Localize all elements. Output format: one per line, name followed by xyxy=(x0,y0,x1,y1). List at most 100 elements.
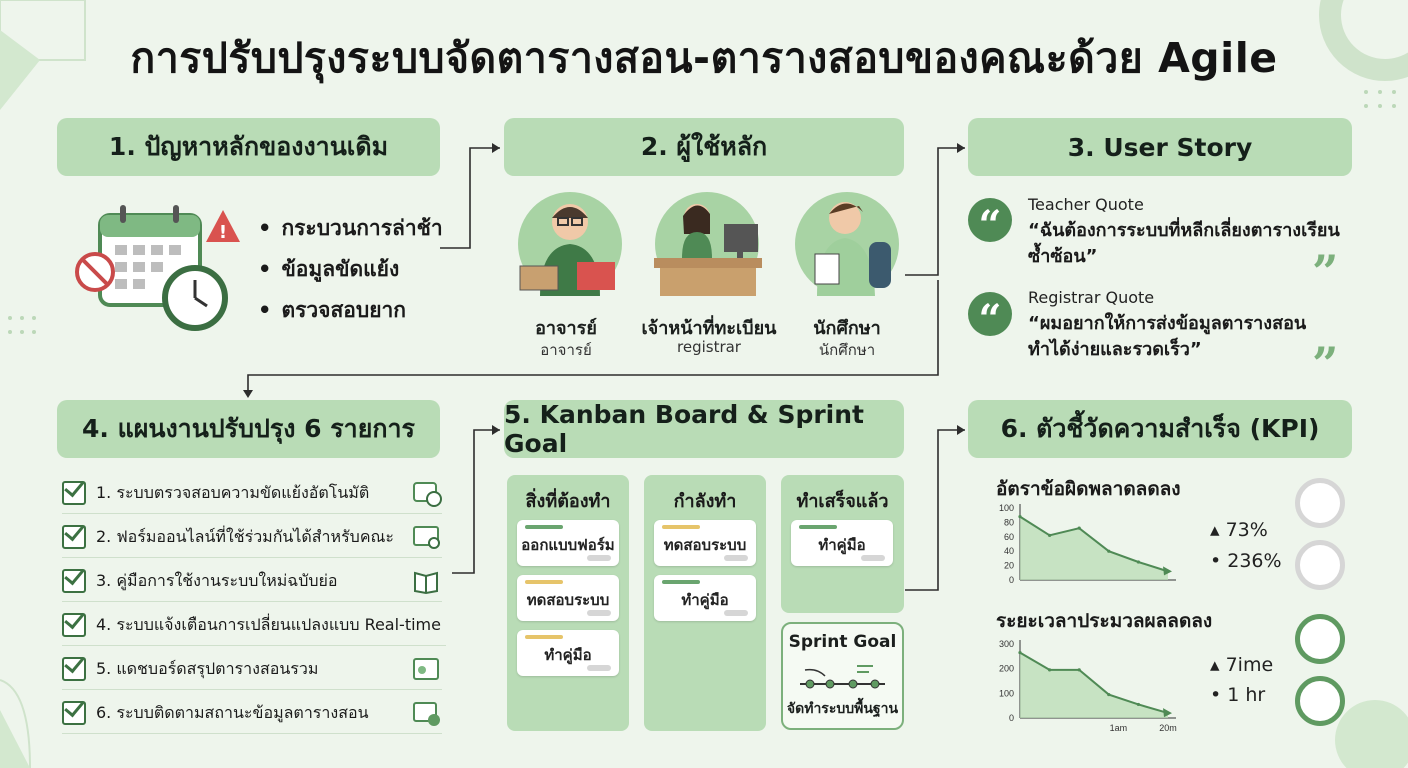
calendar-clock-icon xyxy=(413,482,442,507)
close-quote-icon: ” xyxy=(1312,337,1339,391)
task-label: 6. ระบบติดตามสถานะข้อมูลตารางสอน xyxy=(96,702,369,722)
registrar-avatar xyxy=(654,192,762,296)
registrar-quote-line1: “ผมอยากให้การส่งข้อมูลตารางสอน xyxy=(1028,313,1307,334)
data-point xyxy=(1136,560,1140,564)
data-point xyxy=(1077,668,1081,672)
section6-heading: 6. ตัวชี้วัดความสำเร็จ (KPI) xyxy=(968,400,1352,458)
task-label: 1. ระบบตรวจสอบความขัดแย้งอัตโนมัติ xyxy=(96,482,370,502)
persona-name-registrar: เจ้าหน้าที่ทะเบียน xyxy=(641,318,777,339)
kpi-value: ▴ 73% xyxy=(1210,519,1268,541)
checkbox-checked-icon xyxy=(62,613,86,637)
task-item: 3. คู่มือการใช้งานระบบใหม่ฉบับย่อ xyxy=(62,561,442,602)
task-item: 2. ฟอร์มออนไลน์ที่ใช้ร่วมกันได้สำหรับคณะ xyxy=(62,517,442,558)
problem-bullet-1: กระบวนการล่าช้า xyxy=(258,212,442,245)
task-label: 2. ฟอร์มออนไลน์ที่ใช้ร่วมกันได้สำหรับคณะ xyxy=(96,526,394,546)
section3-heading: 3. User Story xyxy=(968,118,1352,176)
kanban-card[interactable]: ทดสอบระบบ xyxy=(654,520,756,566)
kpi-value: ▴ 7ime xyxy=(1210,654,1274,676)
kpi-title-error: อัตราข้อผิดพลาดลดลง xyxy=(996,478,1181,500)
y-tick-label: 40 xyxy=(1004,546,1014,556)
series-line xyxy=(1019,515,1169,573)
form-search-icon xyxy=(413,526,440,549)
problem-bullet-3: ตรวจสอบยาก xyxy=(258,294,406,327)
error-reduce-icon xyxy=(1295,478,1345,528)
sprint-goal-title: Sprint Goal xyxy=(788,632,897,652)
registrar-quote-label: Registrar Quote xyxy=(1028,288,1155,307)
quote-icon: “ xyxy=(968,198,1012,249)
data-point xyxy=(1048,668,1052,672)
task-label: 5. แดชบอร์ดสรุปตารางสอนรวม xyxy=(96,658,319,678)
section4-heading: 4. แผนงานปรับปรุง 6 รายการ xyxy=(57,400,440,458)
task-item: 4. ระบบแจ้งเตือนการเปลี่ยนแปลงแบบ Real-t… xyxy=(62,605,446,646)
persona-sub-registrar: registrar xyxy=(677,338,741,356)
kanban-card[interactable]: ทำคู่มือ xyxy=(654,575,756,621)
y-tick-label: 0 xyxy=(1009,713,1014,723)
persona-name-student: นักศึกษา xyxy=(813,318,881,339)
teacher-quote-line1: “ฉันต้องการระบบที่หลีกเลี่ยงตารางเรียน xyxy=(1028,220,1340,241)
tracking-icon xyxy=(413,702,440,726)
checkbox-checked-icon xyxy=(62,657,86,681)
data-point xyxy=(1048,533,1052,537)
data-point xyxy=(1107,692,1111,697)
persona-name-teacher: อาจารย์ xyxy=(535,318,597,339)
task-item: 6. ระบบติดตามสถานะข้อมูลตารางสอน xyxy=(62,693,442,734)
area-fill xyxy=(1020,652,1168,718)
book-icon xyxy=(414,571,438,595)
sprint-goal-box xyxy=(781,622,904,730)
data-point xyxy=(1077,526,1081,530)
kanban-card[interactable]: ทดสอบระบบ xyxy=(517,575,619,621)
data-point xyxy=(1166,711,1170,715)
y-tick-label: 100 xyxy=(999,688,1014,698)
teacher-quote-line2: ซ้ำซ้อน” xyxy=(1028,246,1098,267)
persona-sub-student: นักศึกษา xyxy=(818,341,876,359)
data-point xyxy=(1107,549,1111,553)
kanban-card[interactable]: ทำคู่มือ xyxy=(791,520,893,566)
sprint-goal-caption: จัดทำระบบพื้นฐาน xyxy=(786,701,899,717)
data-point xyxy=(1136,702,1140,707)
x-tick-label: 1am xyxy=(1110,723,1128,733)
y-tick-label: 100 xyxy=(999,503,1014,513)
close-quote-icon: ” xyxy=(1312,245,1339,299)
checkbox-checked-icon xyxy=(62,701,86,725)
x-tick-label: 20m xyxy=(1159,723,1177,733)
sprint-timeline-icon xyxy=(800,665,885,689)
kanban-column-title: กำลังทำ xyxy=(673,491,737,512)
gauge-icon xyxy=(1295,614,1345,664)
kanban-column-title: สิ่งที่ต้องทำ xyxy=(525,491,611,512)
registrar-quote-line2: ทำได้ง่ายและรวดเร็ว” xyxy=(1028,339,1202,360)
task-item: 1. ระบบตรวจสอบความขัดแย้งอัตโนมัติ xyxy=(62,473,442,514)
clock-icon xyxy=(1295,676,1345,726)
kanban-card[interactable]: ทำคู่มือ xyxy=(517,630,619,676)
trend-up-icon xyxy=(1295,540,1345,590)
y-tick-label: 80 xyxy=(1004,517,1014,527)
page-title: การปรับปรุงระบบจัดตารางสอน-ตารางสอบของคณ… xyxy=(130,34,1278,82)
data-point xyxy=(1166,569,1170,573)
task-label: 3. คู่มือการใช้งานระบบใหม่ฉบับย่อ xyxy=(96,570,338,590)
kanban-column-title: ทำเสร็จแล้ว xyxy=(796,491,889,512)
series-line xyxy=(1019,651,1169,715)
student-avatar xyxy=(795,192,899,296)
y-tick-label: 200 xyxy=(999,664,1014,674)
data-point xyxy=(1018,515,1022,519)
y-tick-label: 20 xyxy=(1004,561,1014,571)
persona-sub-teacher: อาจารย์ xyxy=(540,341,592,359)
y-tick-label: 300 xyxy=(999,639,1014,649)
kanban-card[interactable]: ออกแบบฟอร์ม xyxy=(517,520,619,566)
data-point xyxy=(1018,651,1022,655)
checkbox-checked-icon xyxy=(62,569,86,593)
task-item: 5. แดชบอร์ดสรุปตารางสอนรวม xyxy=(62,649,442,690)
kpi-value: • 1 hr xyxy=(1210,684,1266,706)
teacher-quote-label: Teacher Quote xyxy=(1028,195,1144,214)
dashboard-icon xyxy=(413,658,439,680)
y-tick-label: 0 xyxy=(1009,575,1014,585)
kpi-charts: 0 20 40 60 80 100 0 100 200 300 1am 20m xyxy=(999,503,1177,733)
checkbox-checked-icon xyxy=(62,481,86,505)
y-tick-label: 60 xyxy=(1004,532,1014,542)
calendar-problem-icon: ! xyxy=(75,205,240,331)
checkbox-checked-icon xyxy=(62,525,86,549)
section1-heading: 1. ปัญหาหลักของงานเดิม xyxy=(57,118,440,176)
quote-icon: “ xyxy=(968,292,1012,343)
problem-bullet-2: ข้อมูลขัดแย้ง xyxy=(258,253,399,286)
kpi-title-time: ระยะเวลาประมวลผลลดลง xyxy=(996,610,1213,632)
